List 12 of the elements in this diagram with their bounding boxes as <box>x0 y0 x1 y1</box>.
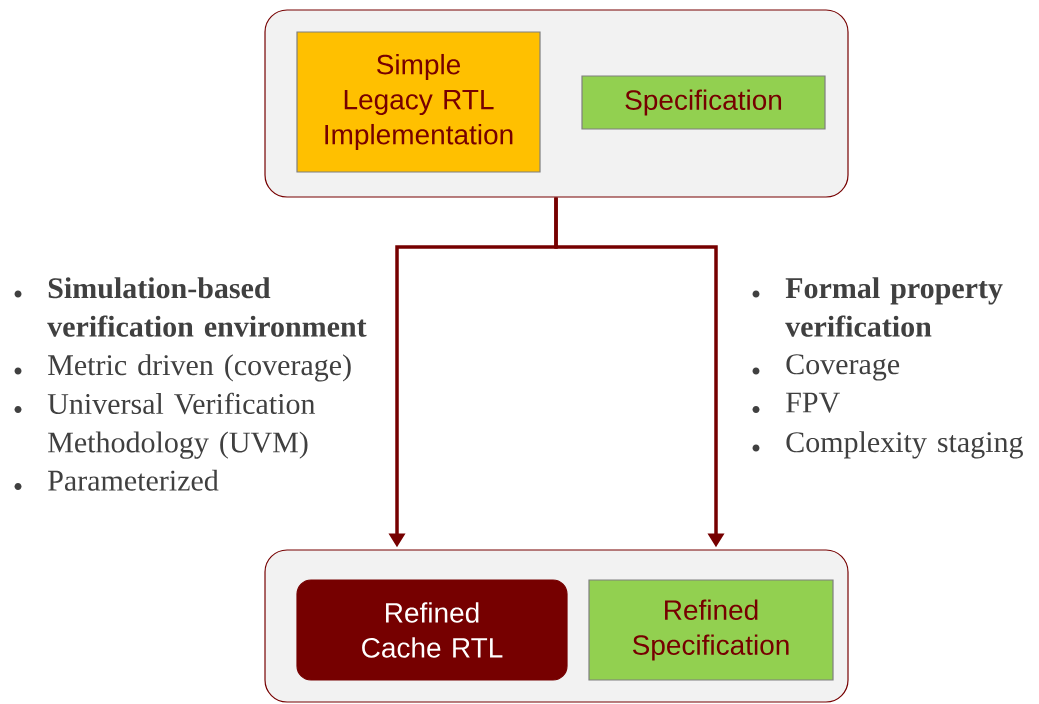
bullet-text: FPV <box>786 392 840 413</box>
bullet-text: Complexity staging <box>786 431 1023 459</box>
bullet-text: Metric driven (coverage) <box>48 354 351 382</box>
bullet-text: Parameterized <box>48 469 219 491</box>
spec-box: Refined Specification <box>588 579 834 681</box>
process-box: Simple Legacy RTL Implementation <box>296 31 541 173</box>
bullet-text: Universal Verification Methodology (UVM) <box>47 392 316 459</box>
bullet-text: Formal property verification <box>785 277 1003 337</box>
bullet-text: Coverage <box>786 354 900 381</box>
bullet-text: Simulation-based verification environment <box>47 277 367 337</box>
spec-box: Specification <box>581 75 826 130</box>
process-box: Refined Cache RTL <box>296 579 568 681</box>
